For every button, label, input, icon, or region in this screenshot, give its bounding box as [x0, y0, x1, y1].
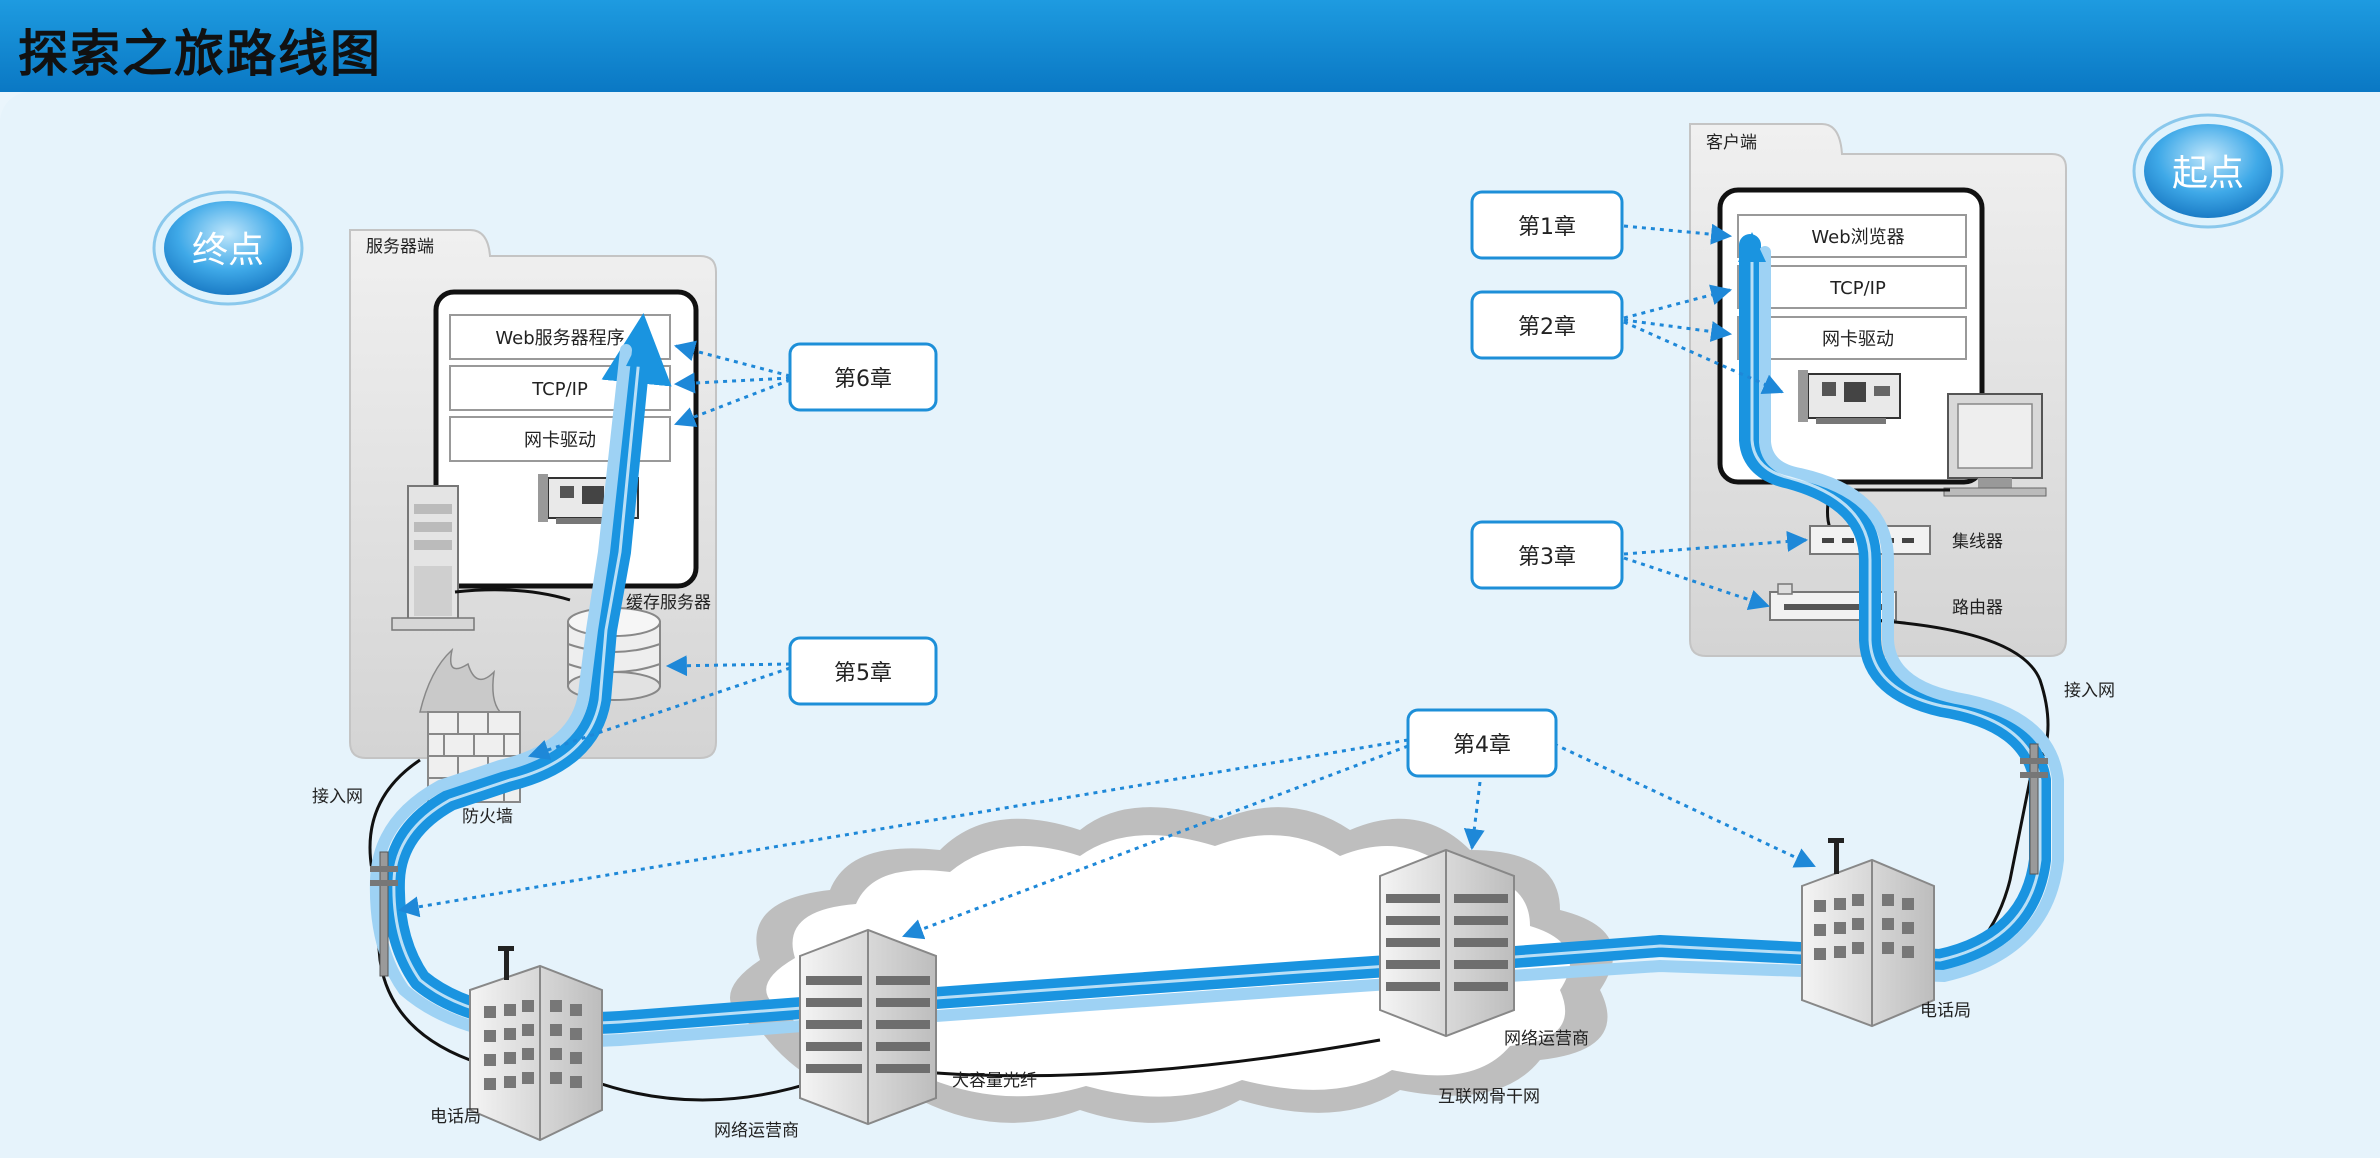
hub-label: 集线器 — [1952, 532, 2003, 552]
client-layer-box — [1737, 214, 1967, 258]
utility-pole-icon — [2020, 743, 2048, 875]
chapter-box-ch4[interactable]: 第4章 — [1406, 708, 1558, 778]
client-layer-browser: Web浏览器 — [1811, 227, 1904, 248]
chapter-label: 第5章 — [834, 661, 892, 686]
firewall-label: 防火墙 — [462, 807, 513, 827]
internet-backbone-label: 互联网骨干网 — [1438, 1087, 1540, 1107]
client-layer-tcpip: TCP/IP — [1829, 278, 1886, 299]
data-route — [369, 232, 2064, 1047]
server-layer-web: Web服务器程序 — [495, 328, 624, 349]
chapter-label: 第4章 — [1453, 733, 1511, 758]
client-panel-label: 客户端 — [1706, 133, 1757, 153]
title-bar: 探索之旅路线图 — [0, 0, 2380, 92]
utility-pole-icon — [370, 851, 398, 977]
monitor-icon — [1943, 393, 2047, 497]
isp-building-icon — [1379, 848, 1515, 1038]
isp-left-label: 网络运营商 — [714, 1121, 799, 1141]
server-access-network-label: 接入网 — [312, 787, 363, 807]
startpoint-badge: 起点 — [2132, 113, 2284, 229]
client-telephone-office-label: 电话局 — [1920, 1001, 1971, 1021]
server-layer-nic: 网卡驱动 — [524, 430, 596, 451]
server-panel: 服务器端 Web服务器程序 TCP/IP 网卡驱动 — [349, 229, 717, 827]
router-label: 路由器 — [1952, 598, 2003, 618]
telephone-office-building-icon — [469, 946, 603, 1142]
chapter-box-ch5[interactable]: 第5章 — [788, 636, 938, 706]
chapter-label: 第6章 — [834, 367, 892, 392]
chapter-label: 第1章 — [1518, 215, 1576, 240]
client-nic-card-icon — [1798, 370, 1901, 424]
client-access-network-label: 接入网 — [2064, 681, 2115, 701]
chapter-box-ch2[interactable]: 第2章 — [1470, 290, 1624, 360]
isp-right-label: 网络运营商 — [1504, 1029, 1589, 1049]
chapter-label: 第3章 — [1518, 545, 1576, 570]
client-layer-nic: 网卡驱动 — [1822, 329, 1894, 350]
client-panel: 客户端 Web浏览器 TCP/IP 网卡驱动 — [1689, 123, 2067, 657]
chapter-pointers — [397, 223, 1816, 940]
chapter-box-ch3[interactable]: 第3章 — [1470, 520, 1624, 590]
chapter-box-ch6[interactable]: 第6章 — [788, 342, 938, 412]
fiber-label: 大容量光纤 — [952, 1071, 1037, 1091]
server-telephone-office-label: 电话局 — [430, 1107, 481, 1127]
server-layer-tcpip: TCP/IP — [531, 379, 588, 400]
telephone-office-building-icon — [1801, 838, 1935, 1028]
endpoint-badge: 终点 — [152, 190, 304, 306]
endpoint-label: 终点 — [192, 230, 264, 271]
chapter-label: 第2章 — [1518, 315, 1576, 340]
startpoint-label: 起点 — [2172, 153, 2244, 194]
isp-building-icon — [799, 928, 937, 1126]
client-layer-box — [1737, 265, 1967, 309]
server-panel-label: 服务器端 — [366, 237, 434, 257]
chapter-box-ch1[interactable]: 第1章 — [1470, 190, 1624, 260]
page-title: 探索之旅路线图 — [18, 25, 382, 83]
server-tower-icon — [391, 485, 475, 631]
client-layer-box — [1737, 316, 1967, 360]
cache-server-label: 缓存服务器 — [626, 593, 711, 613]
